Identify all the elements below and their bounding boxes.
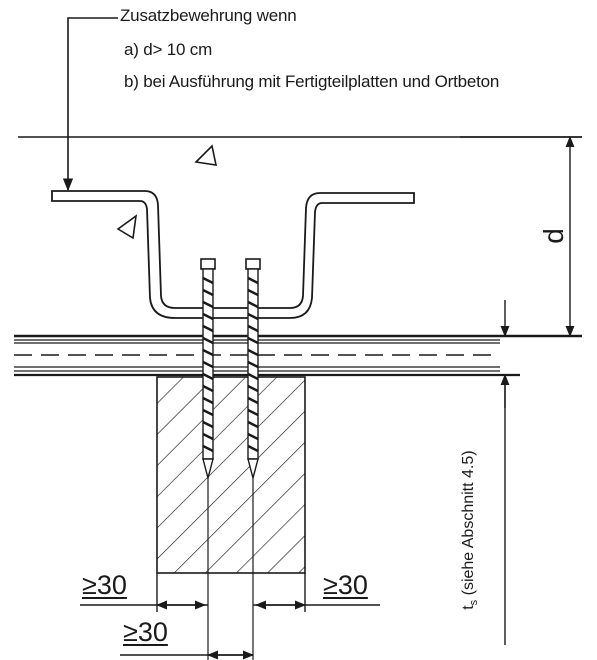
dimension-edge-left xyxy=(80,573,208,612)
dimension-ts-label: ts (siehe Abschnitt 4.5) xyxy=(460,420,480,640)
screw-right xyxy=(245,258,261,481)
dimension-edge-right-label: ≥30 xyxy=(323,570,368,600)
ts-subscript: s xyxy=(468,599,481,606)
dimension-spacing-label: ≥30 xyxy=(123,617,168,647)
annotation-item-a: a) d> 10 cm xyxy=(124,40,213,59)
timber-beam xyxy=(156,376,306,574)
dimension-d xyxy=(460,135,582,338)
dimension-edge-left-label: ≥30 xyxy=(82,570,127,600)
annotation-leader xyxy=(62,17,118,192)
ts-note: (siehe Abschnitt 4.5) xyxy=(459,450,477,600)
dimension-d-label: d xyxy=(537,228,569,244)
annotation-item-b: b) bei Ausführung mit Fertigteilplatten … xyxy=(124,72,500,91)
screw-axis-lines xyxy=(207,478,254,660)
concrete-symbols xyxy=(116,144,218,240)
ts-symbol: t xyxy=(459,605,477,610)
reinforcement-bar xyxy=(51,190,415,319)
screw-left xyxy=(200,258,216,481)
dimension-edge-right xyxy=(253,573,380,612)
slab-layers xyxy=(14,334,582,377)
annotation-title: Zusatzbewehrung wenn xyxy=(120,6,297,25)
